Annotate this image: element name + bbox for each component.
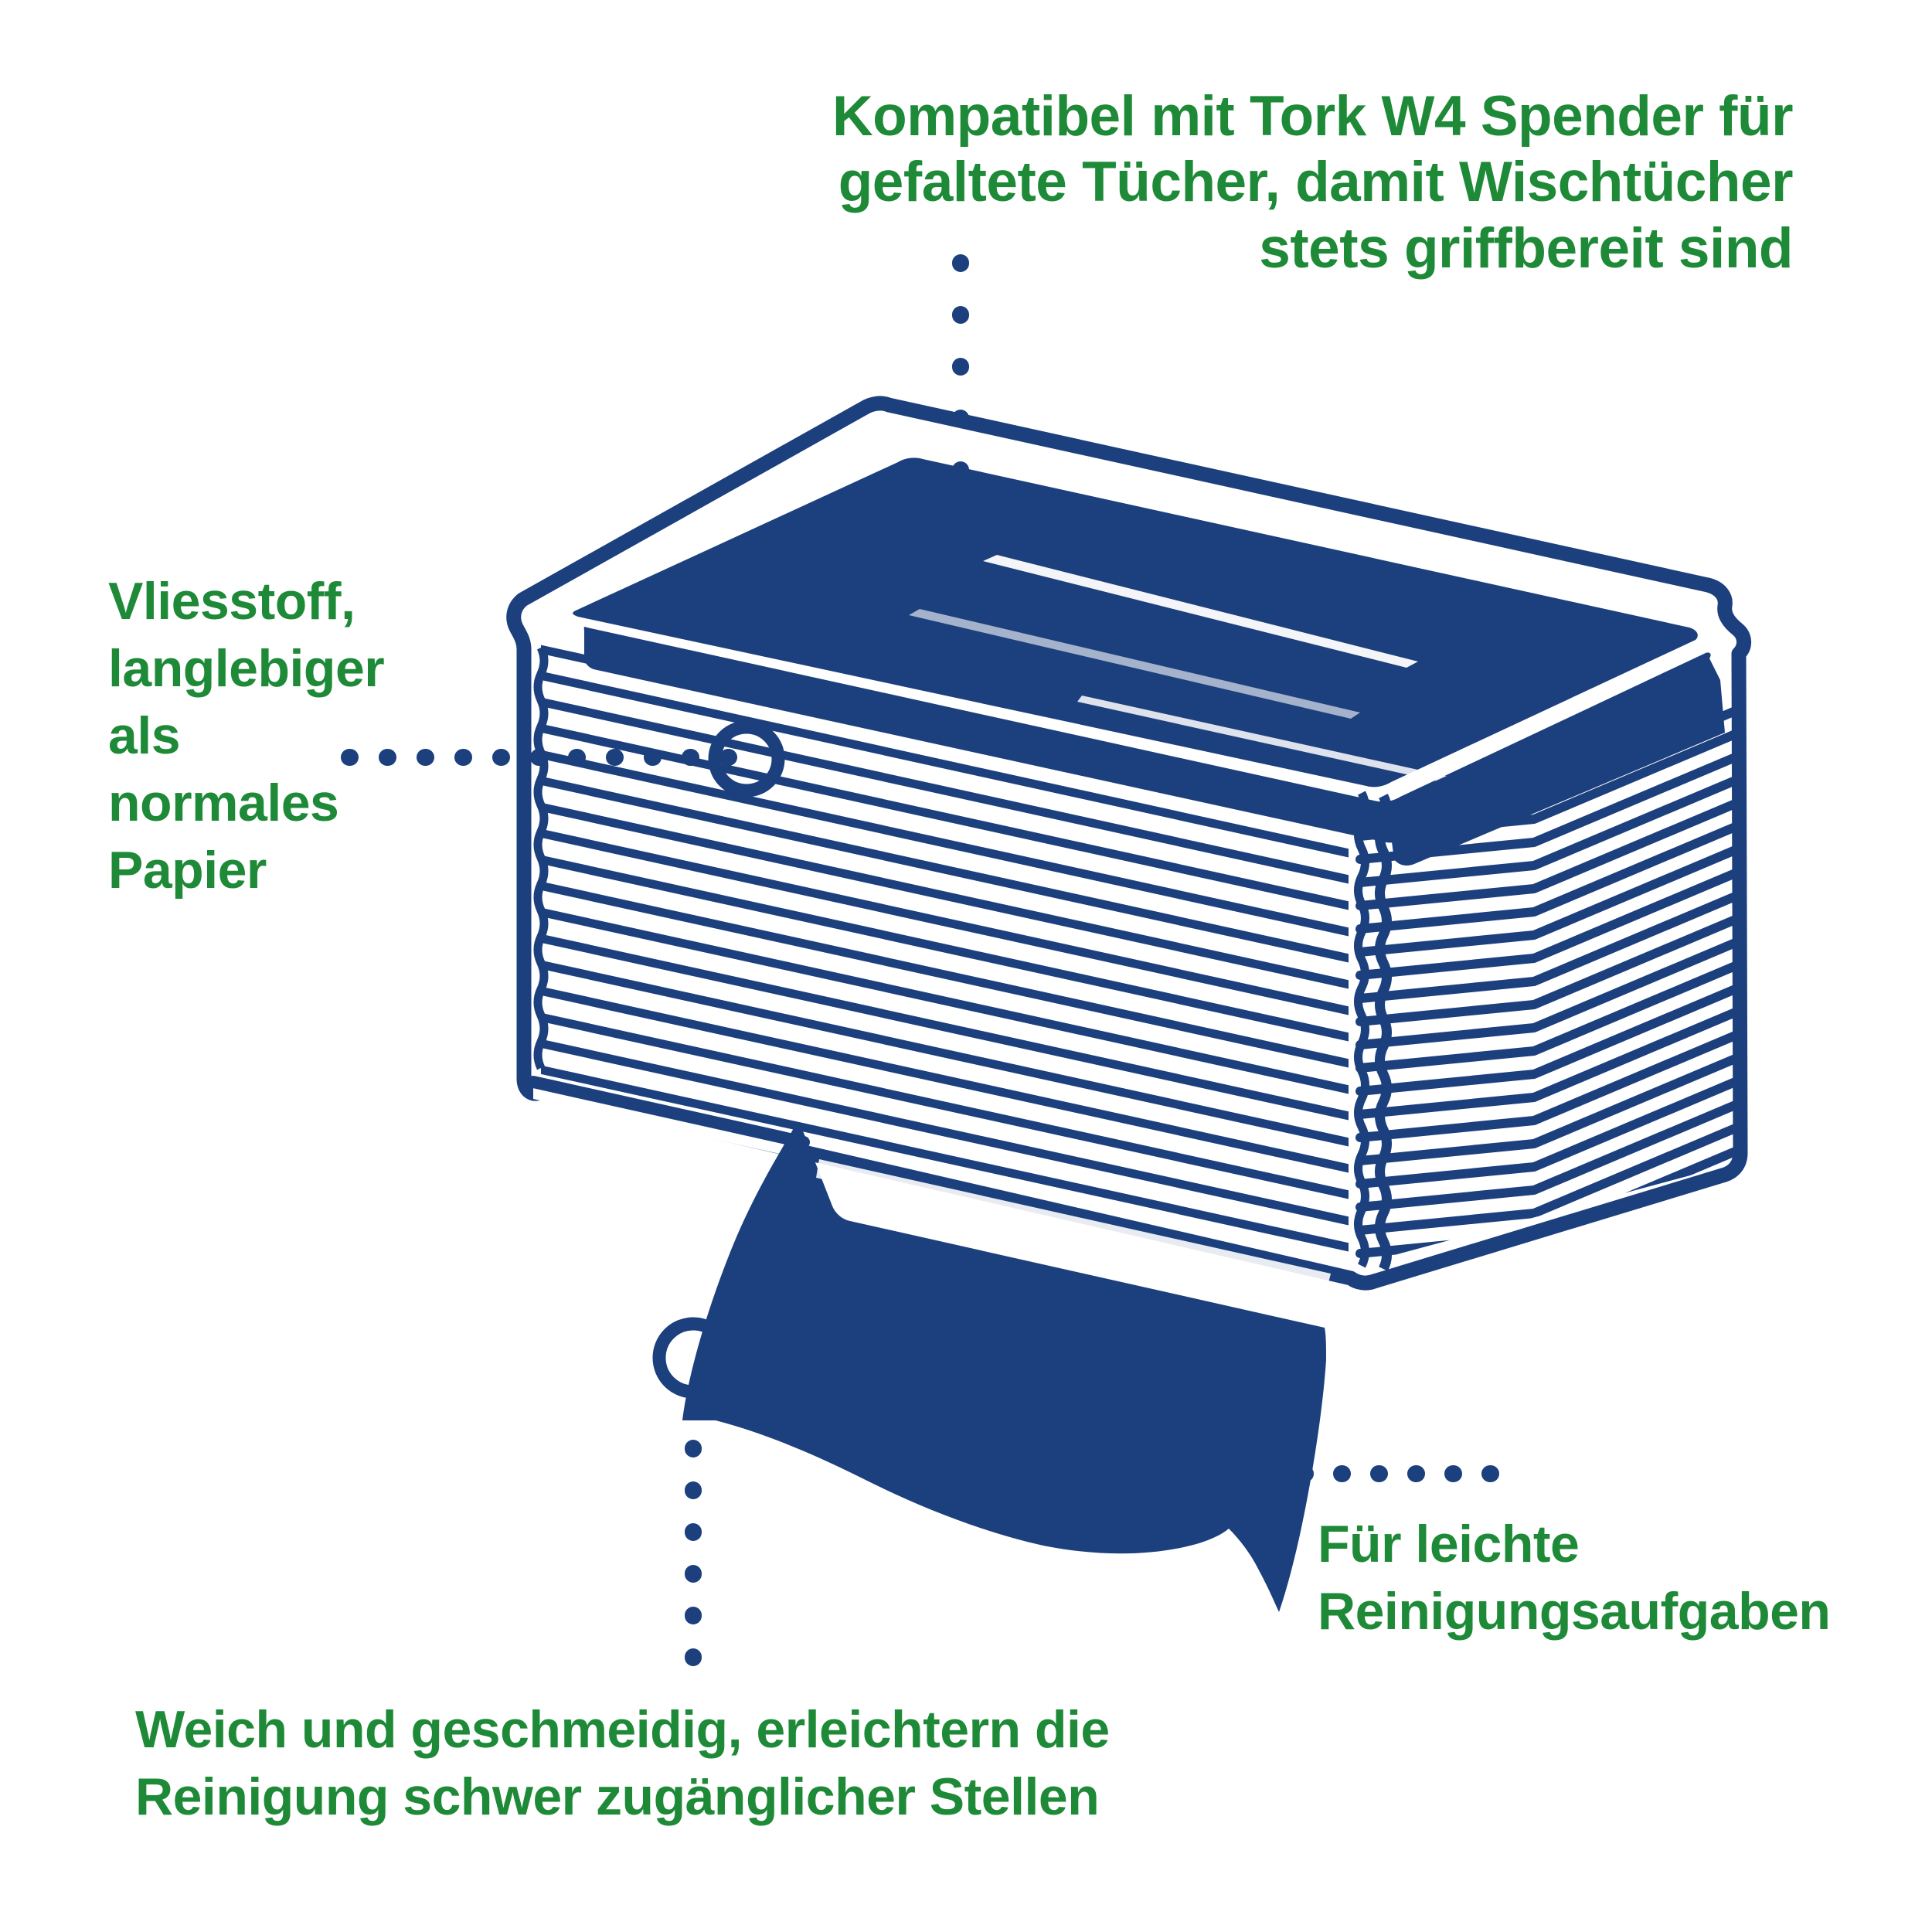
right-face-fold-edges xyxy=(1355,705,1743,1267)
front-face-left-spine xyxy=(533,645,549,1070)
pack-bottom-notch xyxy=(527,1076,810,1159)
callout-softness: Weich und geschmeidig, erleichtern die R… xyxy=(135,1700,1110,1827)
callout-dispenser-compatibility: Kompatibel mit Tork W4 Spender für gefal… xyxy=(832,85,1794,280)
hanging-cloth xyxy=(682,1124,1331,1612)
pack-front-right-corner xyxy=(1354,791,1392,1271)
marker-light xyxy=(1187,1435,1264,1512)
leader-lines xyxy=(341,254,1523,1678)
pack-right-shadow xyxy=(1388,658,1725,866)
marker-material xyxy=(708,720,785,798)
callout-material-durability: Vliesstoff, langlebiger als normales Pap… xyxy=(108,572,385,900)
marker-dispenser xyxy=(922,471,999,549)
callout-markers xyxy=(652,471,1264,1512)
callout-light-cleaning: Für leichte Reinigungsaufgaben xyxy=(1318,1515,1831,1641)
marker-soft xyxy=(652,1317,734,1399)
pack-outline xyxy=(506,396,1751,1291)
